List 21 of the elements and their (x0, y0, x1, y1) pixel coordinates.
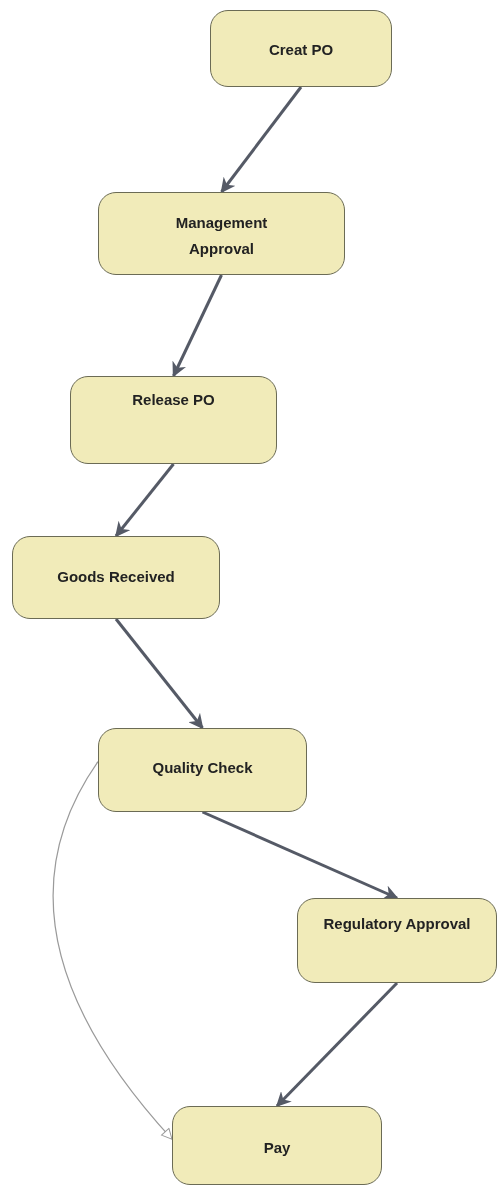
arrow (52, 761, 173, 1140)
process-box (12, 536, 220, 619)
arrow (114, 618, 204, 730)
arrow (220, 86, 303, 194)
process-box (172, 1106, 382, 1185)
process-box (98, 728, 307, 812)
step-label: Creat PO (268, 40, 334, 60)
process-box (98, 192, 345, 275)
step-label: Goods Received (57, 567, 175, 587)
step-label: Release PO (132, 390, 215, 410)
arrow (201, 810, 399, 900)
arrow (114, 463, 175, 538)
step-label: Pay (263, 1138, 291, 1158)
step-label: Regulatory Approval (323, 914, 471, 934)
step-label: Quality Check (152, 758, 253, 778)
process-box (70, 376, 277, 464)
process-box (210, 10, 392, 87)
process-box (297, 898, 497, 983)
arrow (275, 981, 399, 1108)
arrow (172, 274, 223, 378)
step-label: Management Approval (174, 213, 269, 259)
